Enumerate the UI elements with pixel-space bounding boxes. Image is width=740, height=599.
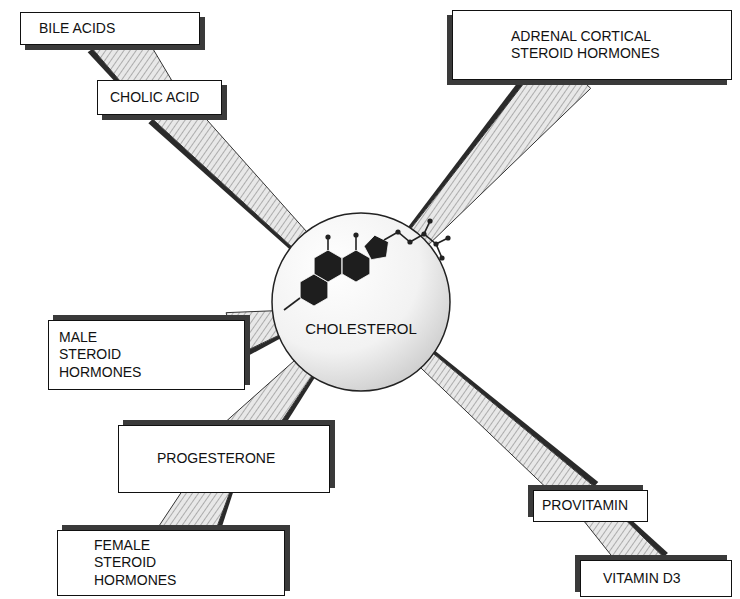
pathway-box: PROVITAMIN (533, 490, 648, 522)
beam-shade (423, 343, 598, 487)
pathway-beam (411, 345, 594, 512)
product-name: VITAMIN D3 (603, 570, 681, 588)
product-name: CHOLIC ACID (110, 89, 199, 107)
pathway-axis (177, 115, 299, 239)
pathway-beam (403, 51, 591, 254)
product-name: ADRENAL CORTICAL STEROID HORMONES (511, 28, 676, 63)
pathway-box: ADRENAL CORTICAL STEROID HORMONES (452, 10, 732, 80)
pathway-axis (188, 493, 207, 530)
product-name: MALE STEROID HORMONES (59, 329, 154, 382)
pathway-box: BILE ACIDS (20, 12, 200, 45)
product-name: BILE ACIDS (39, 20, 115, 38)
pathway-axis (428, 361, 573, 490)
pathway-box: MALE STEROID HORMONES (48, 320, 245, 390)
molecule-circle: CHOLESTEROL (270, 210, 452, 394)
molecule-name: CHOLESTEROL (305, 320, 417, 339)
pathway-axis (122, 45, 147, 80)
product-name: PROVITAMIN (542, 497, 628, 515)
cholesterol-molecule (284, 218, 451, 310)
pathway-box: FEMALE STEROID HORMONES (57, 530, 285, 596)
sphere-outline (272, 213, 450, 391)
product-name: PROGESTERONE (157, 450, 275, 468)
pathway-axis (605, 522, 639, 560)
pathway-axis (245, 323, 275, 330)
pathway-axis (254, 369, 303, 425)
pathway-beam (153, 91, 316, 256)
cholesterol-sphere (270, 210, 452, 394)
pathway-box: CHOLIC ACID (97, 80, 222, 115)
product-name: FEMALE STEROID HORMONES (94, 537, 194, 590)
pathway-axis (420, 80, 560, 236)
pathway-box: VITAMIN D3 (580, 560, 732, 597)
pathway-box: PROGESTERONE (118, 425, 330, 493)
